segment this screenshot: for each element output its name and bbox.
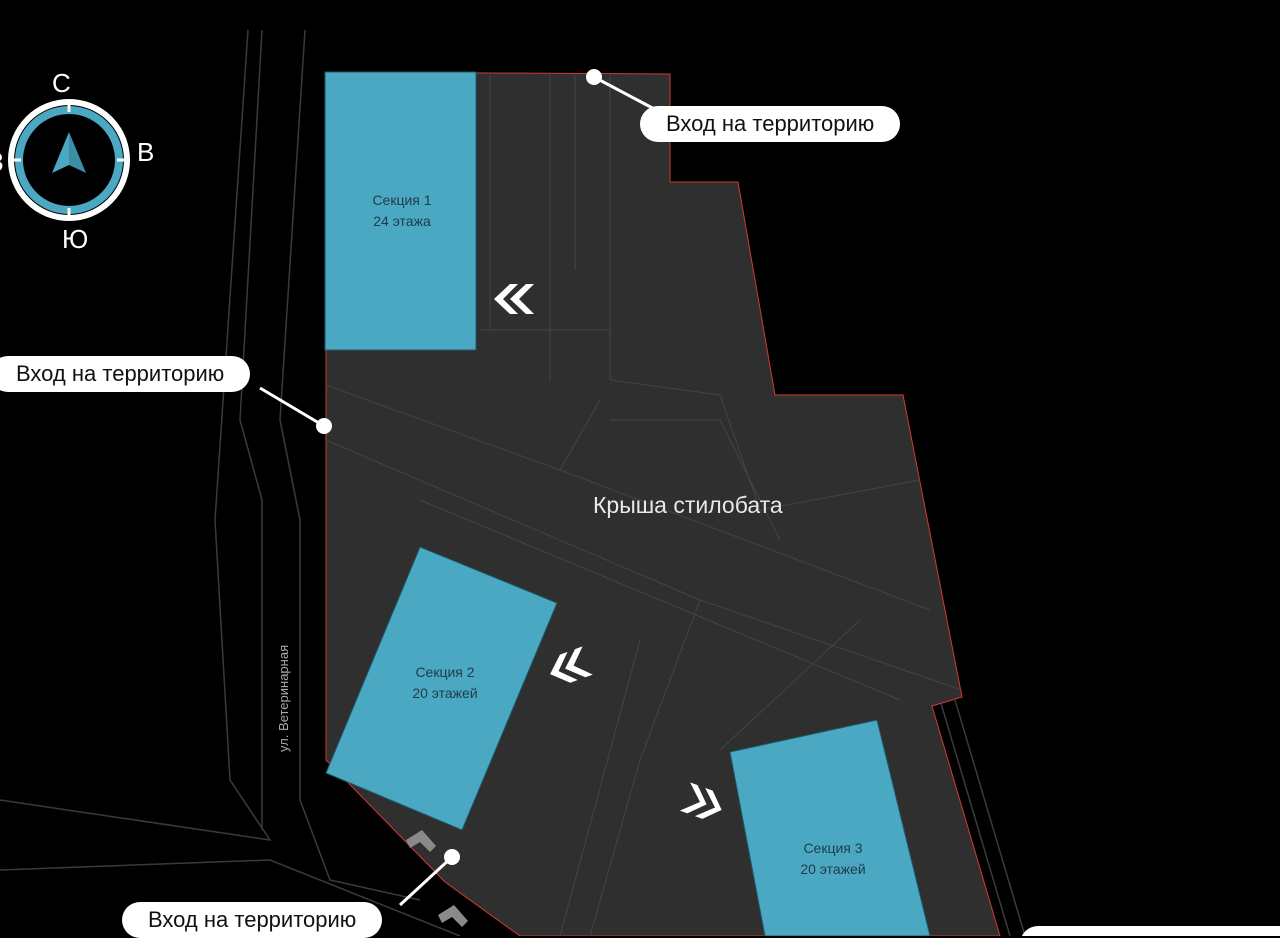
chevron-left-icon (550, 646, 593, 683)
chevron-left-icon (494, 284, 534, 314)
entrance-label-partial[interactable] (1020, 926, 1280, 936)
section-2-label: Секция 2 20 этажей (395, 662, 495, 704)
compass-south-label: Ю (62, 224, 89, 254)
street-lines (0, 29, 1026, 936)
entrance-label-west[interactable]: Вход на территорию (0, 356, 251, 392)
entrance-label-north[interactable]: Вход на территорию (640, 106, 901, 142)
entrance-marker[interactable] (444, 849, 460, 865)
section-2-name: Секция 2 (415, 664, 475, 680)
section-1-building[interactable] (324, 71, 477, 351)
section-3-label: Секция 3 20 этажей (783, 838, 883, 880)
compass-icon (8, 99, 130, 221)
podium-roof-label: Крыша стилобата (593, 492, 783, 518)
compass-north-label: С (52, 68, 71, 98)
section-2-floors: 20 этажей (412, 685, 478, 701)
section-1-floors: 24 этажа (373, 213, 431, 229)
section-2-building[interactable] (325, 546, 558, 831)
podium-grid (325, 75, 963, 936)
section-3-floors: 20 этажей (800, 861, 866, 877)
chevron-up-icon (406, 830, 468, 927)
section-3-building[interactable] (729, 719, 931, 936)
compass-west-label: З (0, 147, 4, 178)
entrance-label-south[interactable]: Вход на территорию (122, 902, 383, 938)
section-3-name: Секция 3 (803, 840, 863, 856)
section-1-label: Секция 1 24 этажа (352, 190, 452, 232)
entrance-marker[interactable] (316, 418, 332, 434)
compass-east-label: В (137, 137, 155, 167)
entrance-marker[interactable] (586, 69, 602, 85)
chevron-right-icon (679, 782, 722, 819)
street-label: ул. Ветеринарная (276, 644, 291, 752)
section-1-name: Секция 1 (372, 192, 432, 208)
callout-lines (259, 75, 661, 907)
